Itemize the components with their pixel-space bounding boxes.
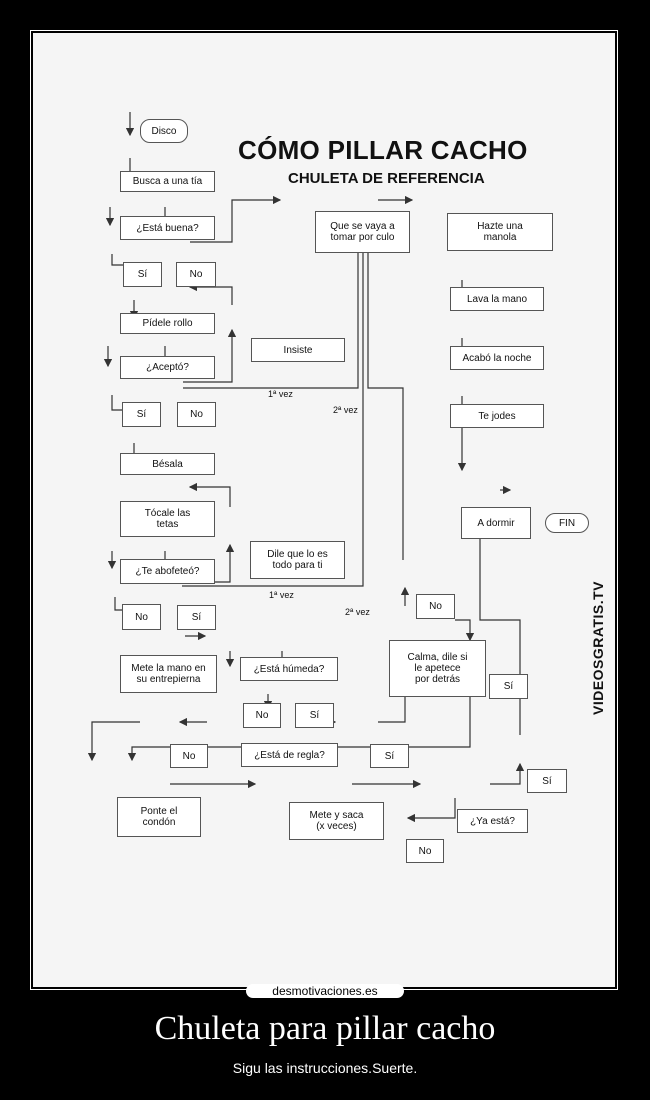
flowchart-paper: CÓMO PILLAR CACHO CHULETA DE REFERENCIA … bbox=[33, 33, 615, 987]
node-acepto: ¿Aceptó? bbox=[120, 356, 215, 379]
node-abofeteo: ¿Te abofeteó? bbox=[120, 559, 215, 584]
node-no-4: No bbox=[243, 703, 281, 728]
node-condon: Ponte el condón bbox=[117, 797, 201, 837]
diagram-subtitle: CHULETA DE REFERENCIA bbox=[288, 170, 485, 187]
node-regla: ¿Está de regla? bbox=[241, 743, 338, 767]
node-calma: Calma, dile si le apetece por detrás bbox=[389, 640, 486, 697]
node-fin: FIN bbox=[545, 513, 589, 533]
poster-caption: Chuleta para pillar cacho bbox=[154, 1010, 496, 1047]
node-besala: Bésala bbox=[120, 453, 215, 475]
node-no-6: No bbox=[416, 594, 455, 619]
node-acabo: Acabó la noche bbox=[450, 346, 544, 370]
node-no-3: No bbox=[122, 604, 161, 630]
node-dormir: A dormir bbox=[461, 507, 531, 539]
watermark-text: VIDEOSGRATIS.TV bbox=[590, 580, 606, 716]
node-si-2: Sí bbox=[122, 402, 161, 427]
node-si-1: Sí bbox=[123, 262, 162, 287]
node-ya-esta: ¿Ya está? bbox=[457, 809, 528, 833]
node-manola: Hazte una manola bbox=[447, 213, 553, 251]
node-mete-saca: Mete y saca (x veces) bbox=[289, 802, 384, 840]
node-si-6: Sí bbox=[489, 674, 528, 699]
node-tocale: Tócale las tetas bbox=[120, 501, 215, 537]
node-esta-buena: ¿Está buena? bbox=[120, 216, 215, 240]
node-humeda: ¿Está húmeda? bbox=[240, 657, 338, 681]
node-si-3: Sí bbox=[177, 605, 216, 630]
node-disco: Disco bbox=[140, 119, 188, 143]
node-pidele: Pídele rollo bbox=[120, 313, 215, 334]
edge-label-vez2-a: 2ª vez bbox=[333, 405, 358, 415]
site-watermark: desmotivaciones.es bbox=[246, 984, 404, 998]
node-no-7: No bbox=[406, 839, 444, 863]
node-insiste: Insiste bbox=[251, 338, 345, 362]
edge-label-vez2-b: 2ª vez bbox=[345, 607, 370, 617]
node-si-4: Sí bbox=[295, 703, 334, 728]
node-dile: Dile que lo es todo para ti bbox=[250, 541, 345, 579]
diagram-title: CÓMO PILLAR CACHO bbox=[238, 135, 528, 165]
node-busca: Busca a una tía bbox=[120, 171, 215, 192]
node-no-1: No bbox=[176, 262, 216, 287]
node-no-2: No bbox=[177, 402, 216, 427]
node-si-5: Sí bbox=[370, 744, 409, 768]
node-mete-mano: Mete la mano en su entrepierna bbox=[120, 655, 217, 693]
node-no-5: No bbox=[170, 744, 208, 768]
node-jodes: Te jodes bbox=[450, 404, 544, 428]
edge-label-vez1-b: 1ª vez bbox=[269, 590, 294, 600]
poster-subcaption: Sigu las instrucciones.Suerte. bbox=[232, 1060, 418, 1076]
node-tomar: Que se vaya a tomar por culo bbox=[315, 211, 410, 253]
node-si-7: Sí bbox=[527, 769, 567, 793]
edge-label-vez1-a: 1ª vez bbox=[268, 389, 293, 399]
node-lava: Lava la mano bbox=[450, 287, 544, 311]
